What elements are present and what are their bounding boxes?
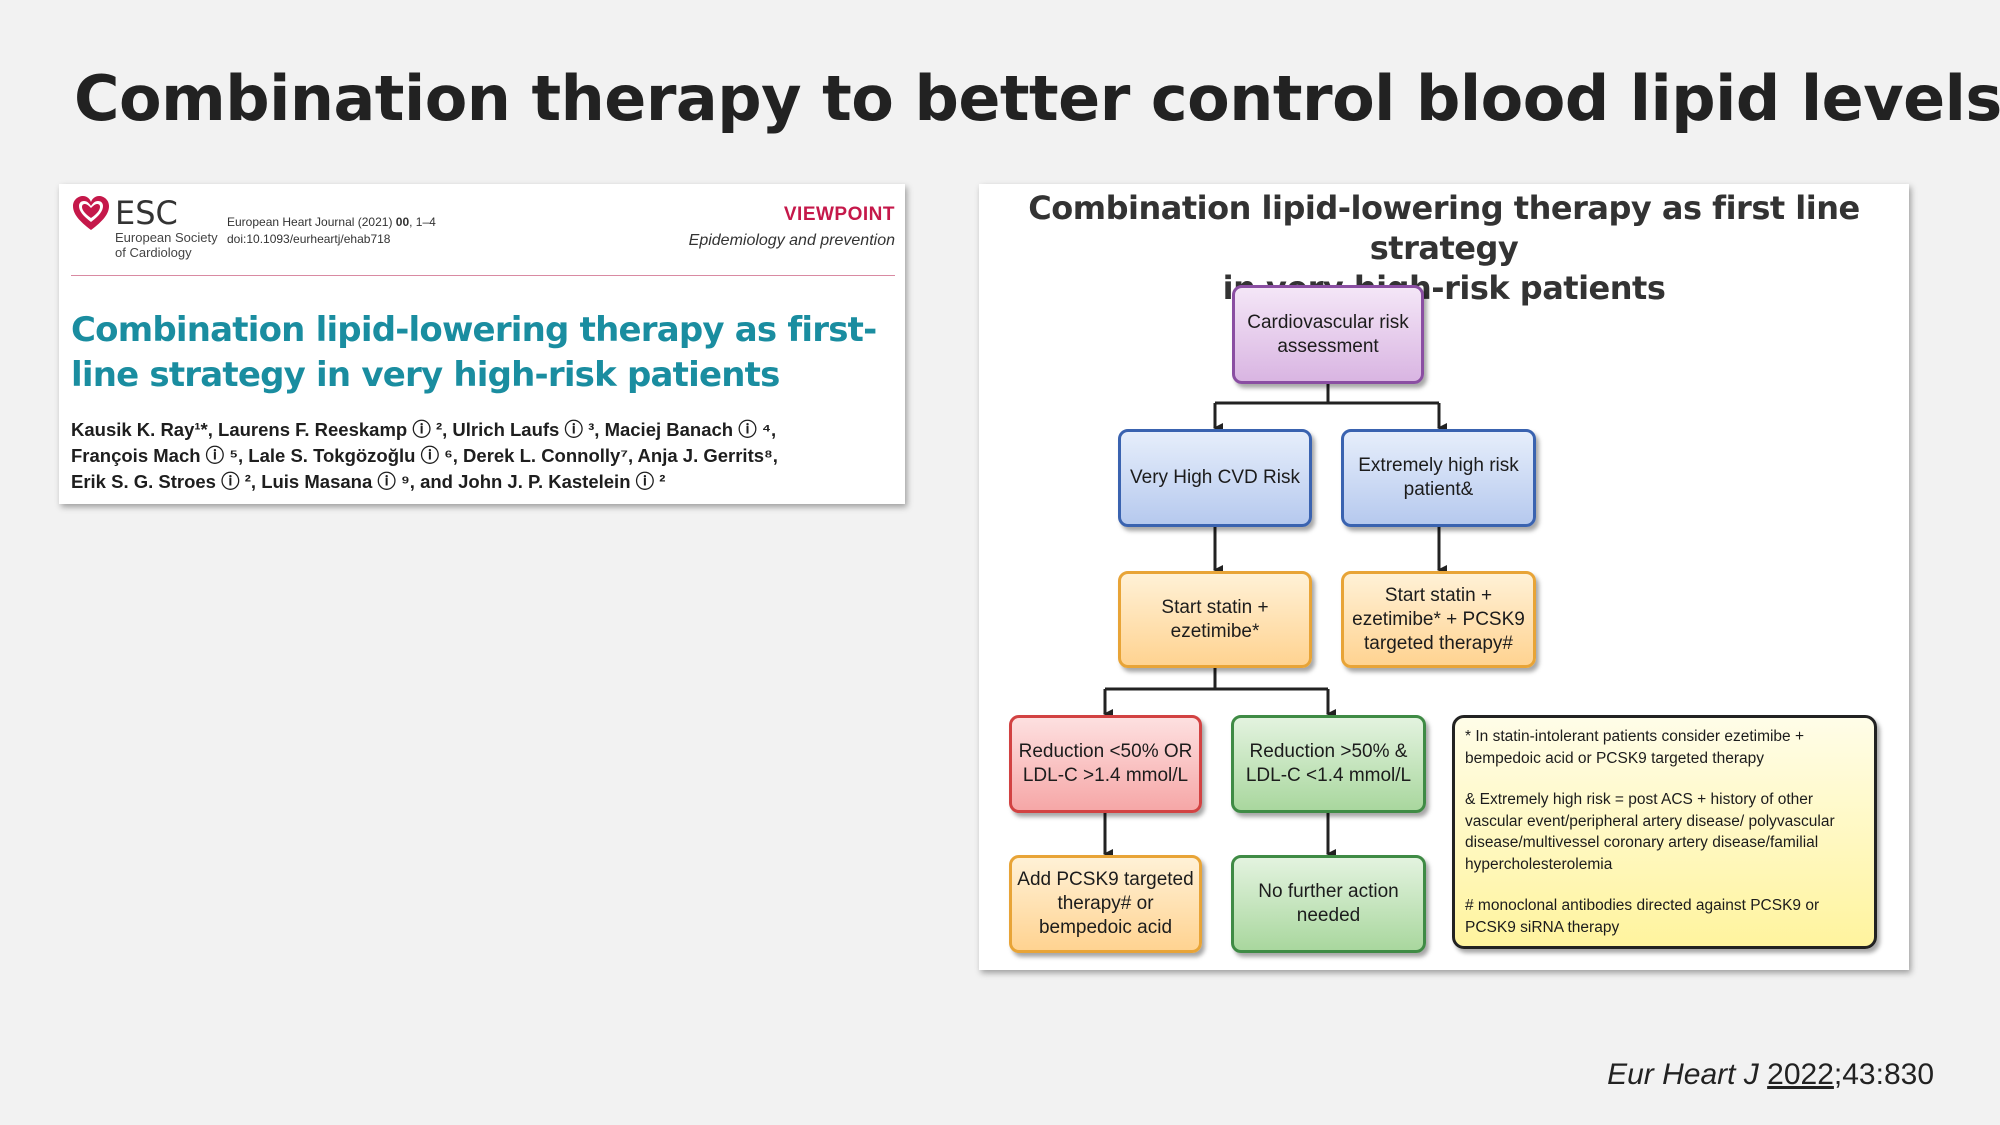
citation: Eur Heart J 2022;43:830 bbox=[1607, 1058, 1934, 1092]
paper-title: Combination lipid-lowering therapy as fi… bbox=[71, 310, 877, 395]
slide-title: Combination therapy to better control bl… bbox=[74, 62, 2000, 135]
journal-info: European Heart Journal (2021) 00, 1–4 do… bbox=[227, 214, 436, 248]
header-divider bbox=[71, 275, 895, 276]
start-statin-pcsk9-box: Start statin + ezetimibe* + PCSK9 target… bbox=[1341, 571, 1536, 668]
flowchart-connectors bbox=[1103, 384, 1447, 859]
subsection-label: Epidemiology and prevention bbox=[688, 232, 895, 249]
paper-header-card: ESC European Society of Cardiology Europ… bbox=[59, 184, 905, 504]
risk-assessment-box: Cardiovascular risk assessment bbox=[1232, 285, 1424, 384]
journal-pages: , 1–4 bbox=[409, 215, 436, 229]
footnote-hash: # monoclonal antibodies directed against… bbox=[1465, 897, 1820, 936]
journal-name: European Heart Journal (2021) bbox=[227, 215, 393, 229]
citation-journal: Eur Heart J bbox=[1607, 1058, 1759, 1091]
start-statin-ezetimibe-box: Start statin + ezetimibe* bbox=[1118, 571, 1312, 668]
footnote-star: * In statin-intolerant patients consider… bbox=[1465, 728, 1805, 767]
figure-title: Combination lipid-lowering therapy as fi… bbox=[979, 188, 1909, 308]
esc-heart-logo-icon bbox=[73, 196, 109, 230]
insufficient-reduction-box: Reduction <50% OR LDL-C >1.4 mmol/L bbox=[1009, 715, 1202, 813]
authors-line: Erik S. G. Stroes ⓘ ², Luis Masana ⓘ ⁹, … bbox=[71, 471, 666, 492]
journal-volume: 00 bbox=[395, 215, 410, 229]
citation-year: 2022 bbox=[1767, 1058, 1834, 1091]
extremely-high-risk-box: Extremely high risk patient& bbox=[1341, 429, 1536, 527]
society-name: European Society of Cardiology bbox=[115, 230, 218, 260]
figure-title-line: Combination lipid-lowering therapy as fi… bbox=[1028, 189, 1860, 267]
flowchart-figure: Combination lipid-lowering therapy as fi… bbox=[979, 184, 1909, 970]
citation-volume: ;43:830 bbox=[1833, 1058, 1934, 1091]
no-further-action-box: No further action needed bbox=[1231, 855, 1426, 953]
authors-line: François Mach ⓘ ⁵, Lale S. Tokgözoğlu ⓘ … bbox=[71, 445, 778, 466]
target-reached-box: Reduction >50% & LDL-C <1.4 mmol/L bbox=[1231, 715, 1426, 813]
doi: doi:10.1093/eurheartj/ehab718 bbox=[227, 232, 391, 246]
esc-logo-text: ESC bbox=[115, 194, 178, 232]
author-list: Kausik K. Ray¹*, Laurens F. Reeskamp ⓘ ²… bbox=[71, 417, 901, 495]
footnotes-box: * In statin-intolerant patients consider… bbox=[1452, 715, 1877, 949]
authors-line: Kausik K. Ray¹*, Laurens F. Reeskamp ⓘ ²… bbox=[71, 419, 777, 440]
section-label: VIEWPOINT bbox=[783, 204, 895, 225]
very-high-risk-box: Very High CVD Risk bbox=[1118, 429, 1312, 527]
add-pcsk9-box: Add PCSK9 targeted therapy# or bempedoic… bbox=[1009, 855, 1202, 953]
footnote-ampersand: & Extremely high risk = post ACS + histo… bbox=[1465, 791, 1835, 873]
